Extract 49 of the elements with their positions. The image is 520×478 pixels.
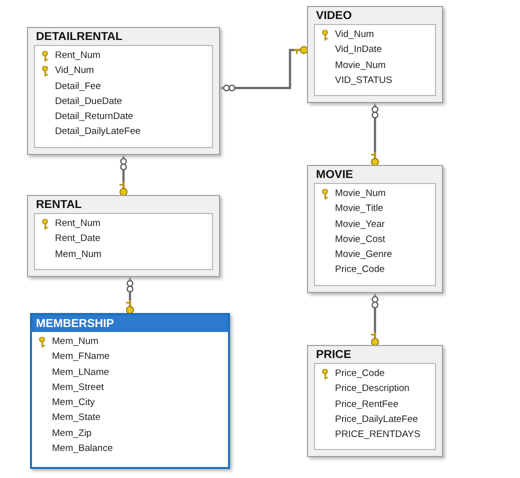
column-name: Mem_Zip bbox=[52, 428, 92, 439]
column-name: VID_STATUS bbox=[335, 74, 392, 86]
column-name: Vid_Num bbox=[335, 29, 374, 40]
column-name: Detail_DailyLateFee bbox=[55, 126, 141, 138]
table-box bbox=[27, 27, 220, 155]
table-title: DETAILRENTAL bbox=[35, 30, 124, 45]
column-name: Rent_Date bbox=[55, 233, 100, 244]
column-name: Price_RentFee bbox=[335, 398, 398, 410]
column-name: Mem_Balance bbox=[52, 443, 113, 454]
column-name: Mem_LName bbox=[52, 366, 110, 378]
column-name: Price_Code bbox=[335, 368, 385, 379]
column-name: Mem_Num bbox=[52, 336, 98, 347]
table-title: MEMBERSHIP bbox=[32, 315, 228, 332]
table-box bbox=[27, 195, 220, 277]
column-name: Detail_ReturnDate bbox=[55, 111, 134, 122]
column-name: Detail_Fee bbox=[55, 80, 101, 92]
relationship-line bbox=[126, 277, 134, 314]
table-box bbox=[30, 313, 230, 470]
relationship-line bbox=[370, 293, 379, 346]
table-title: RENTAL bbox=[35, 198, 83, 213]
column-name: Price_DailyLateFee bbox=[335, 414, 418, 425]
column-name: Mem_Street bbox=[52, 382, 104, 393]
column-name: Movie_Num bbox=[335, 188, 386, 199]
column-name: PRICE_RENTDAYS bbox=[335, 429, 420, 440]
column-name: Price_Description bbox=[335, 383, 410, 394]
relationship-line bbox=[220, 46, 308, 92]
column-name: Vid_InDate bbox=[335, 44, 382, 56]
column-name: Movie_Num bbox=[335, 60, 386, 71]
relationship-line bbox=[370, 103, 379, 166]
column-name: Mem_FName bbox=[52, 351, 110, 362]
column-name: Movie_Genre bbox=[335, 249, 392, 260]
relationship-line bbox=[119, 155, 128, 196]
table-box bbox=[307, 6, 443, 104]
table-title: PRICE bbox=[315, 348, 352, 363]
table-title: VIDEO bbox=[315, 9, 353, 24]
column-name: Mem_City bbox=[52, 397, 95, 408]
table-title: MOVIE bbox=[315, 168, 354, 183]
column-name: Price_Code bbox=[335, 264, 385, 276]
column-name: Rent_Num bbox=[55, 218, 100, 229]
column-name: Rent_Num bbox=[55, 50, 100, 61]
table-box bbox=[307, 165, 443, 293]
column-name: Vid_Num bbox=[55, 65, 94, 76]
column-name: Movie_Cost bbox=[335, 234, 386, 245]
column-name: Movie_Year bbox=[335, 218, 385, 230]
column-name: Movie_Title bbox=[335, 203, 384, 214]
table-box bbox=[307, 345, 443, 458]
column-name: Detail_DueDate bbox=[55, 96, 122, 107]
column-name: Mem_State bbox=[52, 412, 101, 424]
column-name: Mem_Num bbox=[55, 248, 102, 260]
